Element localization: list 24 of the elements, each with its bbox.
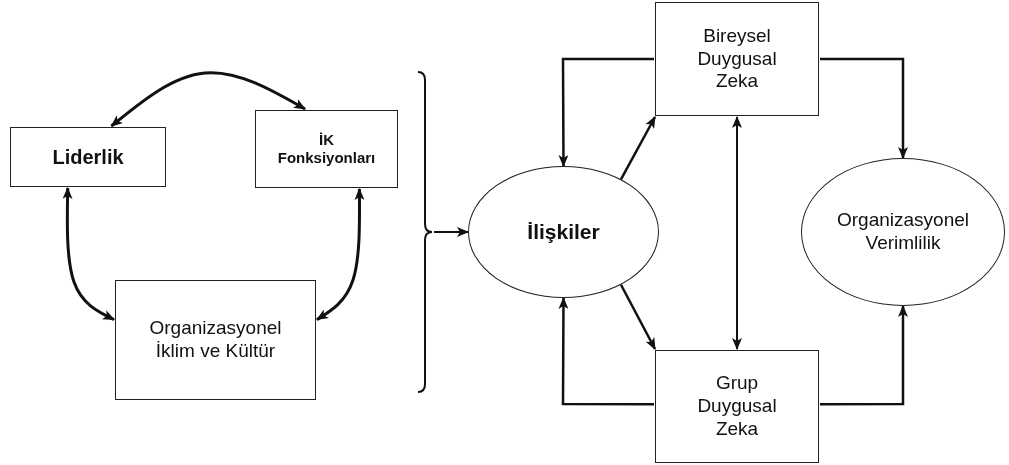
process-box bbox=[115, 280, 316, 400]
arrow bbox=[619, 116, 657, 180]
arrow bbox=[732, 116, 742, 350]
arrow bbox=[433, 227, 469, 237]
arrow bbox=[820, 57, 908, 159]
arrow bbox=[558, 57, 654, 167]
node-label: Grup Duygusal Zeka bbox=[696, 372, 778, 441]
node-label: Bireysel Duygusal Zeka bbox=[696, 24, 778, 94]
arrow bbox=[820, 305, 908, 406]
process-box bbox=[655, 350, 819, 463]
node-label: Organizasyonel İklim ve Kültür bbox=[148, 317, 283, 363]
node-label: İK Fonksiyonları bbox=[276, 131, 377, 167]
arrow bbox=[558, 297, 654, 406]
node-label: Liderlik bbox=[51, 145, 125, 169]
arrow bbox=[62, 187, 115, 321]
node-label: İlişkiler bbox=[526, 219, 601, 245]
curly-bracket bbox=[417, 71, 433, 393]
process-box bbox=[655, 2, 819, 116]
process-box bbox=[255, 110, 398, 188]
arrow bbox=[316, 188, 365, 321]
process-box bbox=[10, 127, 166, 187]
arrow bbox=[619, 284, 657, 350]
node-label: Organizasyonel Verimlilik bbox=[836, 209, 970, 255]
arrow bbox=[110, 71, 306, 128]
